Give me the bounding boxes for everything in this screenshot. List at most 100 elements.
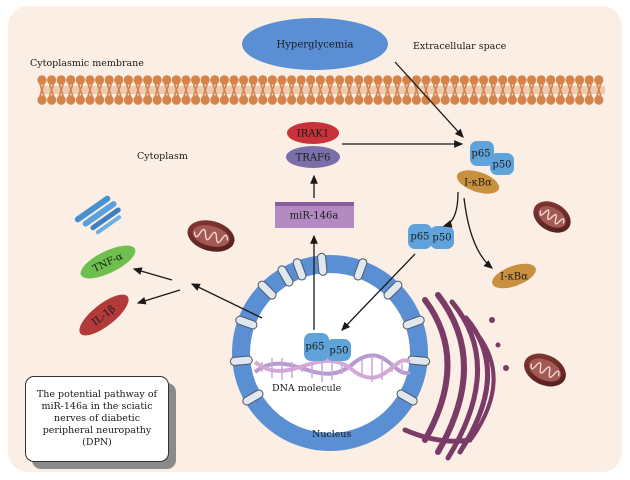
membrane-lipid-head bbox=[210, 75, 220, 85]
dna-molecule-label: DNA molecule bbox=[272, 383, 342, 394]
membrane-lipid-head bbox=[239, 75, 249, 85]
membrane-lipid-head bbox=[565, 95, 575, 105]
nfkb-dna-complex: p65 p50 bbox=[304, 333, 351, 361]
membrane-lipid-head bbox=[402, 75, 412, 85]
membrane-lipid-head bbox=[383, 95, 393, 105]
membrane-lipid-head bbox=[296, 75, 306, 85]
membrane-lipid-head bbox=[66, 95, 76, 105]
membrane-lipid-head bbox=[584, 75, 594, 85]
membrane-lipid-head bbox=[335, 95, 345, 105]
membrane-lipid-head bbox=[335, 75, 345, 85]
membrane-lipid-head bbox=[47, 95, 57, 105]
membrane-lipid-head bbox=[431, 95, 441, 105]
arrow-complex-to-nfkb bbox=[442, 191, 459, 228]
membrane-lipid-head bbox=[498, 75, 508, 85]
membrane-lipid-head bbox=[325, 95, 335, 105]
p50-mid-label: p50 bbox=[432, 233, 451, 244]
membrane-lipid-head bbox=[171, 75, 181, 85]
membrane-lipid-head bbox=[459, 75, 469, 85]
nuclear-pore bbox=[402, 315, 425, 330]
membrane-lipid-head bbox=[584, 95, 594, 105]
membrane-lipid-head bbox=[258, 95, 268, 105]
membrane-lipid-head bbox=[363, 75, 373, 85]
ikba-top-label: I-κBα bbox=[464, 178, 492, 189]
membrane-lipid-head bbox=[37, 75, 47, 85]
membrane-lipid-head bbox=[47, 75, 57, 85]
nuclear-pore bbox=[257, 280, 277, 300]
membrane-lipid-head bbox=[85, 75, 95, 85]
membrane-lipid-head bbox=[392, 75, 402, 85]
membrane-lipid-head bbox=[277, 95, 287, 105]
membrane-lipid-head bbox=[267, 95, 277, 105]
membrane-lipid-head bbox=[133, 75, 143, 85]
membrane-lipid-head bbox=[152, 75, 162, 85]
membrane-lipid-head bbox=[229, 95, 239, 105]
membrane-lipid-head bbox=[248, 95, 258, 105]
arrow-hyperglycemia-to-nfkb bbox=[394, 61, 464, 138]
membrane-lipid-head bbox=[431, 75, 441, 85]
p50-dna-label: p50 bbox=[329, 346, 348, 357]
membrane-lipid-head bbox=[219, 95, 229, 105]
hyperglycemia-oval: Hyperglycemia bbox=[242, 18, 388, 70]
membrane-lipid-head bbox=[75, 95, 85, 105]
membrane-lipid-head bbox=[344, 95, 354, 105]
membrane-lipid-head bbox=[85, 95, 95, 105]
membrane-lipid-head bbox=[392, 95, 402, 105]
membrane-lipid-head bbox=[575, 75, 585, 85]
membrane-lipid-head bbox=[287, 95, 297, 105]
nuclear-pore bbox=[353, 258, 368, 281]
cytoplasmic-membrane-label: Cytoplasmic membrane bbox=[30, 58, 144, 69]
membrane-lipid-head bbox=[594, 95, 604, 105]
membrane-lipid-head bbox=[555, 75, 566, 85]
membrane-lipid-head bbox=[37, 95, 47, 105]
membrane-lipid-head bbox=[354, 95, 364, 105]
membrane-lipid-head bbox=[527, 75, 537, 85]
mitochondrion bbox=[187, 220, 235, 252]
dna-helix bbox=[253, 353, 412, 382]
membrane-lipid-head bbox=[162, 75, 172, 85]
membrane-lipid-head bbox=[517, 75, 527, 85]
membrane-lipid-head bbox=[296, 95, 306, 105]
membrane-lipid-head bbox=[143, 75, 153, 85]
membrane-lipid-head bbox=[565, 75, 575, 85]
membrane-lipid-head bbox=[104, 75, 114, 85]
membrane-lipid-head bbox=[66, 75, 76, 85]
mitochondrion bbox=[533, 201, 571, 233]
membrane-lipid-head bbox=[123, 95, 133, 105]
p65-mid-label: p65 bbox=[410, 232, 429, 243]
membrane-lipid-head bbox=[277, 75, 287, 85]
membrane-lipid-head bbox=[56, 95, 66, 105]
irak1-node: IRAK1 bbox=[287, 122, 339, 144]
membrane-lipid-head bbox=[75, 75, 85, 85]
membrane-lipid-head bbox=[181, 95, 191, 105]
membrane-lipid-head bbox=[459, 95, 469, 105]
membrane-lipid-head bbox=[488, 95, 498, 105]
nuclear-pores bbox=[229, 252, 431, 406]
ikba-free-label: I-κBα bbox=[500, 272, 528, 283]
golgi-structure bbox=[74, 195, 122, 235]
membrane-lipid-head bbox=[373, 95, 383, 105]
arrow-to-il-1beta bbox=[136, 289, 181, 305]
membrane-lipid-head bbox=[507, 95, 517, 105]
membrane-lipid-head bbox=[479, 75, 489, 85]
arrow-to-tnf-alpha bbox=[132, 267, 173, 281]
membrane-lipid-head bbox=[498, 95, 508, 105]
membrane-lipid-head bbox=[450, 95, 460, 105]
mir146a-node: miR-146a bbox=[275, 202, 354, 228]
nucleus-label: Nucleus bbox=[312, 429, 352, 440]
membrane-lipid-head bbox=[315, 75, 325, 85]
membrane-lipid-head bbox=[450, 75, 460, 85]
membrane-lipid-head bbox=[411, 75, 421, 85]
membrane-lipid-head bbox=[248, 75, 258, 85]
membrane-lipid-head bbox=[104, 95, 114, 105]
membrane-lipid-head bbox=[219, 75, 229, 85]
membrane-lipid-head bbox=[200, 95, 210, 105]
membrane-lipid-head bbox=[191, 95, 201, 105]
membrane-lipid-head bbox=[411, 95, 421, 105]
mitochondrion bbox=[524, 353, 566, 387]
membrane-lipid-head bbox=[555, 95, 566, 105]
membrane-lipid-head bbox=[114, 95, 124, 105]
nuclear-pore bbox=[396, 389, 418, 406]
membrane-lipid-head bbox=[181, 75, 191, 85]
